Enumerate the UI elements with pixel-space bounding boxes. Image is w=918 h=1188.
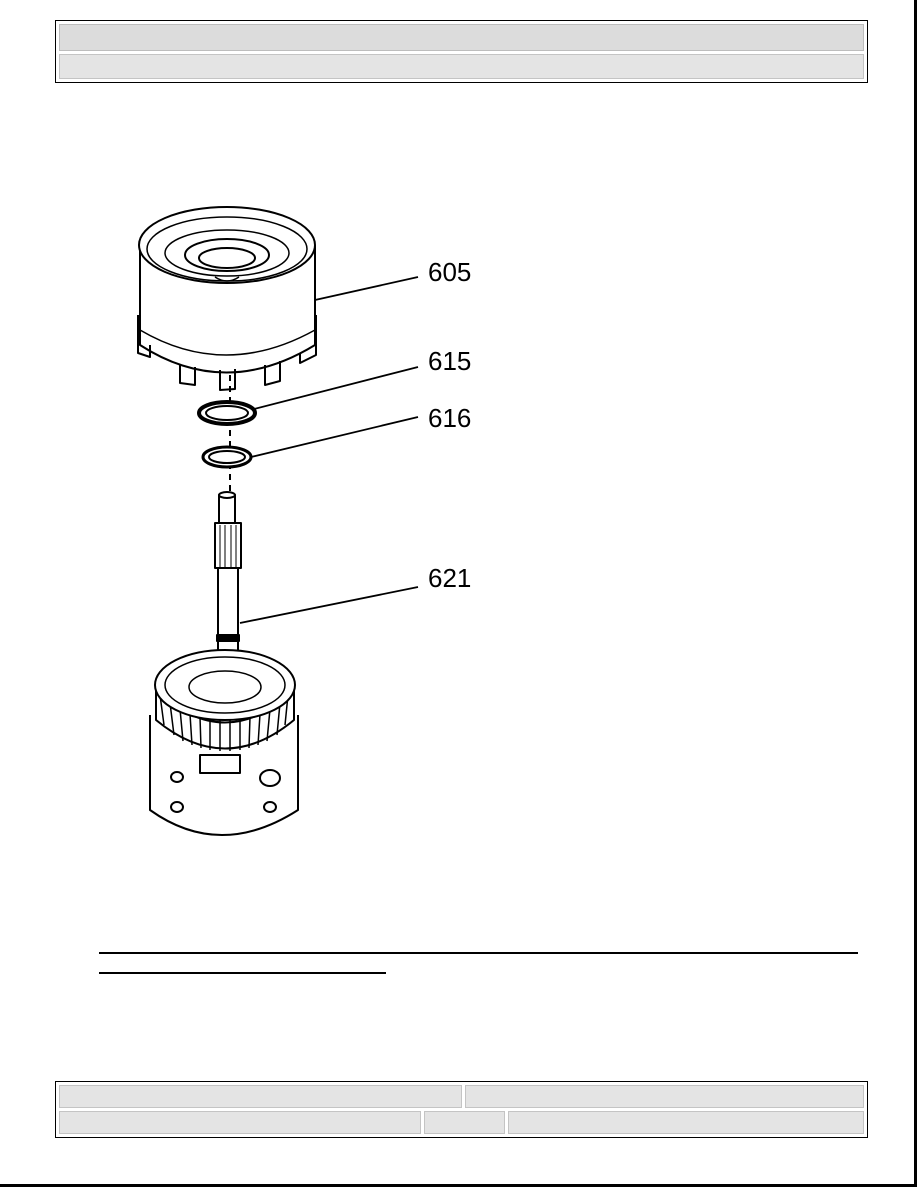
footer-cell-bottom-right (508, 1111, 864, 1134)
footer-cell-top-right (465, 1085, 864, 1108)
page-header (55, 20, 868, 83)
callout-616: 616 (428, 403, 471, 433)
header-subtitle-bar (59, 54, 864, 79)
callout-605: 605 (428, 257, 471, 287)
footer-cell-bottom-mid (424, 1111, 505, 1134)
divider-rule (99, 952, 858, 954)
part-615-seal (197, 400, 257, 426)
part-605-housing (137, 206, 317, 391)
divider-rule-short (99, 972, 386, 974)
page-footer (55, 1081, 868, 1138)
exploded-view-illustration: 605 615 616 621 (120, 195, 500, 855)
part-drum (149, 649, 299, 836)
callout-615: 615 (428, 346, 471, 376)
callout-621: 621 (428, 563, 471, 593)
footer-cell-bottom-left (59, 1111, 421, 1134)
footer-cell-top-left (59, 1085, 462, 1108)
header-title-bar (59, 24, 864, 51)
exploded-view-drawing: 605 615 616 621 (137, 206, 471, 836)
part-616-washer (201, 445, 253, 469)
